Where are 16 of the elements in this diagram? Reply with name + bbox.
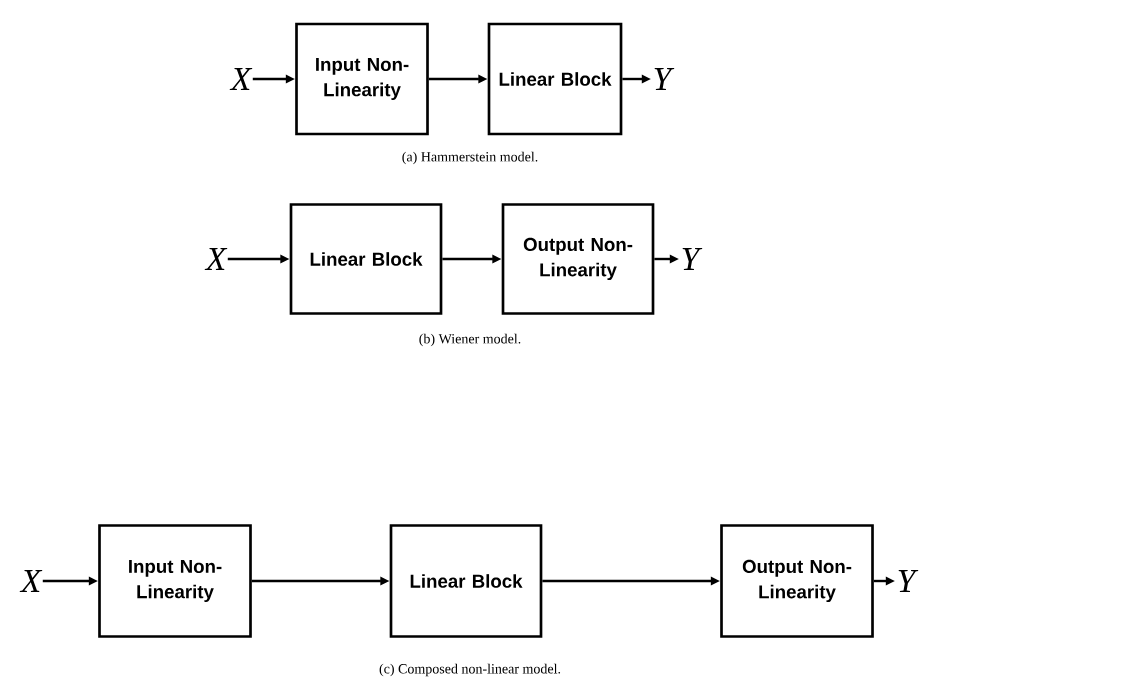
process-box: Output Non-Linearity	[720, 524, 874, 638]
signal-label: Y	[898, 570, 919, 592]
caption: (a) Hammerstein model.	[402, 151, 538, 165]
signal-label: Y	[682, 248, 703, 270]
process-box: Linear Block	[389, 524, 543, 638]
caption: (b) Wiener model.	[419, 333, 521, 347]
process-box: Input Non-Linearity	[98, 524, 252, 638]
signal-label: X	[229, 68, 253, 90]
caption: (c) Composed non-linear model.	[379, 663, 561, 677]
process-box: Linear Block	[487, 22, 623, 136]
process-box: Input Non-Linearity	[295, 22, 429, 136]
signal-label: Y	[654, 68, 675, 90]
process-box: Output Non-Linearity	[501, 203, 655, 315]
signal-label: X	[204, 248, 228, 270]
signal-label: X	[19, 570, 43, 592]
process-box: Linear Block	[289, 203, 443, 315]
